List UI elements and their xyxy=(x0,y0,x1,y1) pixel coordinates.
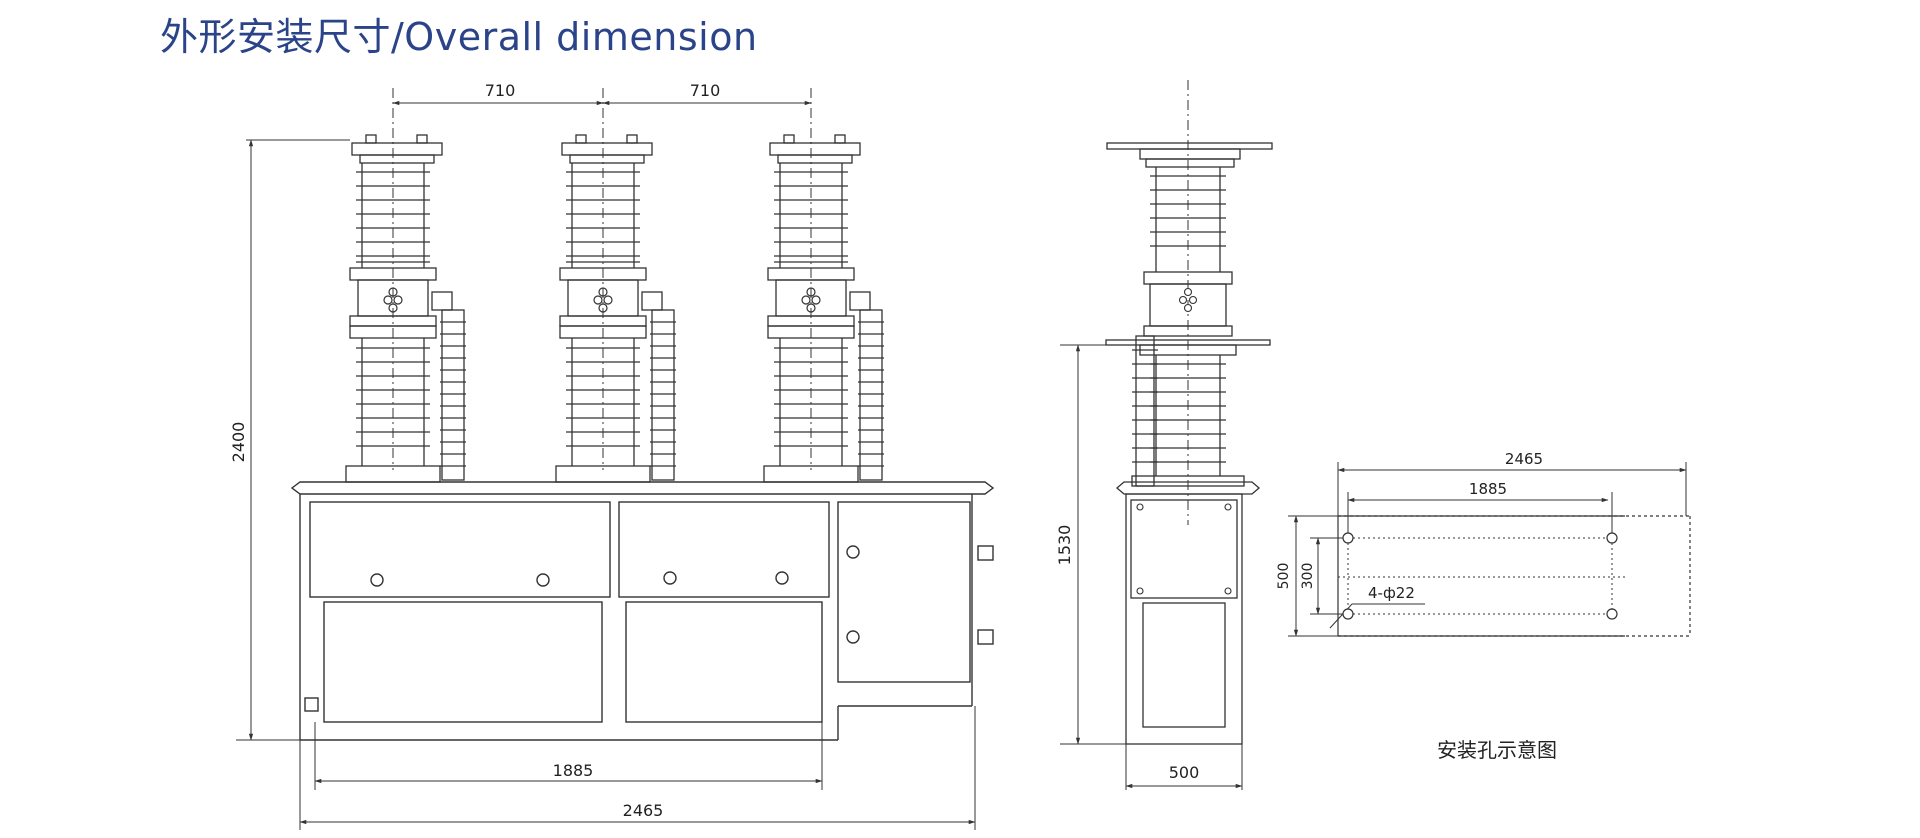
pole-insulator xyxy=(345,134,466,483)
mounting-caption: 安装孔示意图 xyxy=(1437,738,1557,762)
mounting-hole xyxy=(1606,608,1618,620)
dim-pole-spacing-1: 710 xyxy=(485,81,516,100)
dim-overall-width: 2465 xyxy=(623,801,664,820)
dim-inner-width: 1885 xyxy=(553,761,594,780)
dim-mount-overall: 2465 xyxy=(1505,450,1543,468)
mounting-hole xyxy=(1342,608,1354,620)
mounting-hole xyxy=(1606,532,1618,544)
dim-pole-spacing-2: 710 xyxy=(690,81,721,100)
handle-knob xyxy=(663,571,677,585)
handle-knob xyxy=(846,545,860,559)
hole-callout: 4-ф22 xyxy=(1368,584,1415,602)
handle-knob xyxy=(846,630,860,644)
dim-height-front: 2400 xyxy=(229,422,248,463)
handle-knob xyxy=(775,571,789,585)
dim-mount-depth: 500 xyxy=(1276,563,1292,590)
dim-mount-holes: 1885 xyxy=(1469,480,1507,498)
pole-symbols xyxy=(383,287,403,313)
page-title: 外形安装尺寸/Overall dimension xyxy=(160,15,758,59)
mounting-view xyxy=(1288,462,1691,637)
side-view xyxy=(1060,80,1273,790)
dim-width-side: 500 xyxy=(1169,763,1200,782)
dim-height-side: 1530 xyxy=(1055,525,1074,566)
front-view xyxy=(236,88,995,741)
mounting-hole xyxy=(1342,532,1354,544)
handle-knob xyxy=(536,573,550,587)
handle-knob xyxy=(370,573,384,587)
dim-mount-hole-depth: 300 xyxy=(1300,563,1316,590)
